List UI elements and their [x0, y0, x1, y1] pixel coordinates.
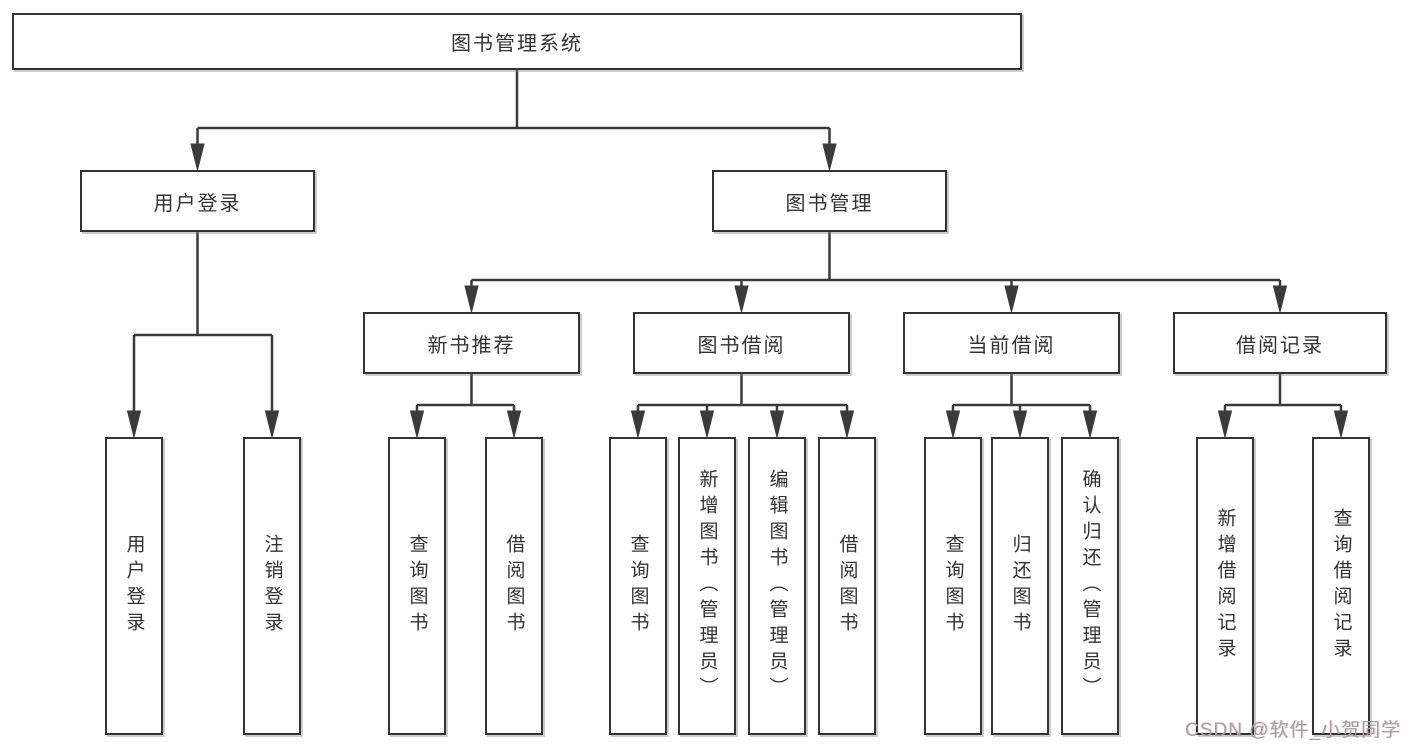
node-label: 新增借阅记录	[1214, 508, 1236, 664]
node-new-book-recommend: 新书推荐	[363, 312, 580, 374]
leaf-logout: 注销登录	[243, 437, 301, 735]
node-label: 归还图书	[1009, 534, 1031, 638]
node-label: 查询借阅记录	[1330, 508, 1352, 664]
leaf-edit-book-admin: 编辑图书（管理员）	[748, 437, 806, 735]
node-current-borrow: 当前借阅	[903, 312, 1120, 374]
leaf-add-borrow-record: 新增借阅记录	[1196, 437, 1254, 735]
leaf-query-books-current: 查询图书	[924, 437, 982, 735]
node-label: 用户登录	[153, 192, 242, 215]
node-library-system: 图书管理系统	[12, 13, 1022, 70]
node-label: 编辑图书（管理员）	[766, 469, 788, 703]
node-user-login: 用户登录	[80, 170, 315, 232]
node-label: 借阅记录	[1236, 334, 1324, 357]
node-label: 查询图书	[627, 534, 649, 638]
node-label: 新增图书（管理员）	[696, 469, 718, 703]
node-label: 用户登录	[123, 534, 145, 638]
leaf-borrow-books-recommend: 借阅图书	[485, 437, 543, 735]
leaf-return-book: 归还图书	[991, 437, 1049, 735]
arrowhead-icons	[126, 143, 1349, 438]
node-label: 注销登录	[261, 534, 283, 638]
node-book-management: 图书管理	[712, 170, 947, 232]
node-label: 图书管理系统	[451, 33, 583, 55]
leaf-query-books-borrow: 查询图书	[609, 437, 667, 735]
node-label: 借阅图书	[503, 534, 525, 638]
leaf-query-books-recommend: 查询图书	[388, 437, 446, 735]
leaf-user-login: 用户登录	[105, 437, 163, 735]
node-label: 查询图书	[942, 534, 964, 638]
node-label: 图书管理	[785, 192, 874, 215]
node-label: 新书推荐	[427, 334, 516, 357]
leaf-confirm-return-admin: 确认归还（管理员）	[1061, 437, 1119, 735]
node-label: 借阅图书	[836, 534, 858, 638]
leaf-borrow-books: 借阅图书	[818, 437, 876, 735]
leaf-add-book-admin: 新增图书（管理员）	[678, 437, 736, 735]
node-label: 查询图书	[406, 534, 428, 638]
leaf-query-borrow-record: 查询借阅记录	[1312, 437, 1370, 735]
node-borrow-records: 借阅记录	[1173, 312, 1387, 374]
node-label: 当前借阅	[967, 334, 1056, 357]
node-book-borrow: 图书借阅	[633, 312, 850, 374]
node-label: 图书借阅	[697, 334, 786, 357]
watermark: CSDN @软件_小贺同学	[1185, 720, 1401, 741]
node-label: 确认归还（管理员）	[1079, 469, 1101, 703]
